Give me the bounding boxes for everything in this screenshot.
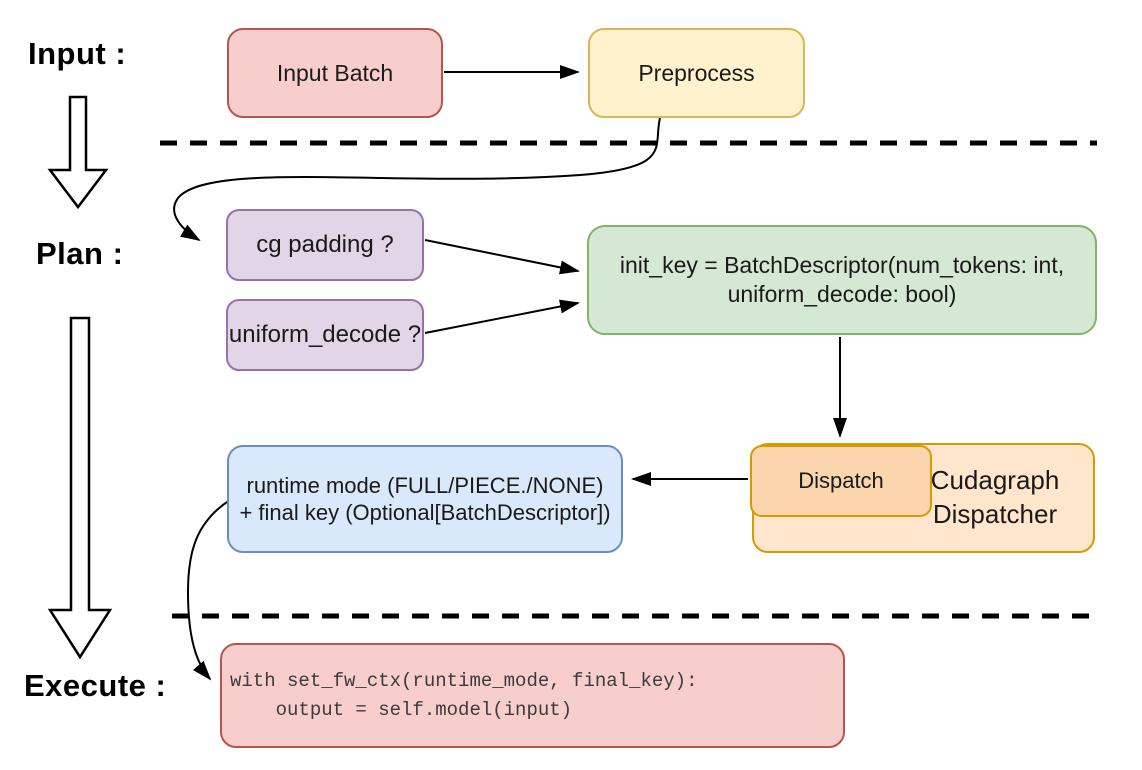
edge-preprocess-to-cgpadding (173, 117, 661, 242)
edge-uniformdecode-to-initkey (424, 299, 580, 334)
node-input-batch-label: Input Batch (276, 59, 394, 86)
stage-label-plan: Plan : (36, 236, 124, 271)
node-execute-code: with set_fw_ctx(runtime_mode, final_key)… (220, 643, 845, 748)
node-cg-padding-label: cg padding ? (256, 231, 394, 258)
node-uniform-decode: uniform_decode ? (226, 299, 424, 371)
node-runtime-mode: runtime mode (FULL/PIECE./NONE) + final … (227, 445, 623, 553)
node-dispatch: Dispatch (750, 445, 932, 517)
stage-arrow-plan-to-execute (47, 316, 113, 660)
node-input-batch: Input Batch (227, 28, 443, 118)
cudagraph-dispatcher-line2: Dispatcher (932, 499, 1058, 529)
node-init-key-line1: init_key = BatchDescriptor(num_tokens: i… (619, 252, 1065, 279)
edge-runtimemode-to-executecode (186, 499, 231, 681)
cudagraph-dispatcher-line1: Cudagraph (930, 465, 1060, 496)
node-runtime-mode-line1: runtime mode (FULL/PIECE./NONE) (246, 472, 604, 498)
node-preprocess: Preprocess (588, 28, 805, 118)
cudagraph-dispatcher-label: Cudagraph Dispatcher (905, 445, 1085, 551)
node-dispatch-label: Dispatch (798, 468, 884, 494)
execute-code-line2: output = self.model(input) (230, 698, 573, 721)
execute-code-line1: with set_fw_ctx(runtime_mode, final_key)… (230, 670, 698, 692)
node-init-key-line2: uniform_decode: bool) (727, 281, 957, 307)
node-cg-padding: cg padding ? (226, 209, 424, 281)
node-preprocess-label: Preprocess (638, 59, 755, 86)
node-runtime-mode-line2: + final key (Optional[BatchDescriptor]) (239, 500, 611, 525)
stage-arrow-input-to-plan (47, 95, 109, 210)
edge-cgpadding-to-initkey (424, 239, 580, 275)
node-uniform-decode-label: uniform_decode ? (228, 321, 422, 348)
stage-label-input: Input : (28, 36, 127, 71)
stage-label-execute: Execute : (24, 668, 167, 703)
node-init-key: init_key = BatchDescriptor(num_tokens: i… (587, 225, 1097, 335)
